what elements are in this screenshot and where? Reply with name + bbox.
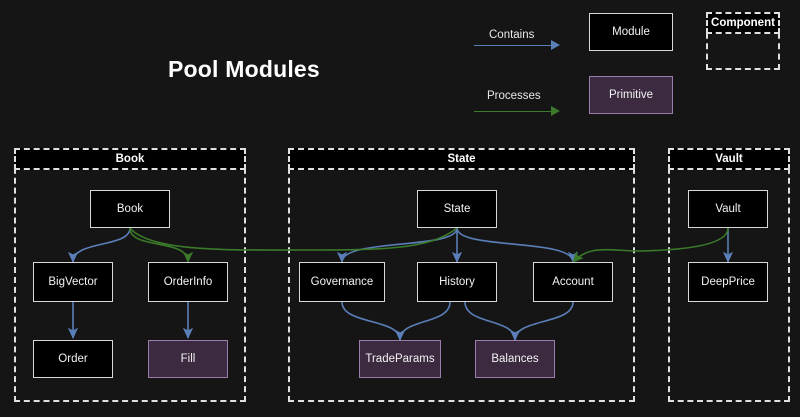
legend-module-label: Module bbox=[612, 25, 650, 38]
node-tradeparams[interactable]: TradeParams bbox=[359, 340, 441, 378]
legend-component-label: Component bbox=[711, 17, 775, 29]
node-fill-label: Fill bbox=[180, 352, 196, 365]
group-state-header: State bbox=[288, 148, 635, 170]
legend-processes-arrowhead-icon bbox=[551, 106, 560, 116]
node-account-label: Account bbox=[552, 275, 594, 288]
legend-module-sample: Module bbox=[589, 13, 673, 51]
node-balances-label: Balances bbox=[491, 352, 539, 365]
legend-contains-line bbox=[474, 45, 552, 46]
node-account[interactable]: Account bbox=[533, 262, 613, 302]
node-book-label: Book bbox=[116, 202, 144, 215]
legend-primitive-label: Primitive bbox=[608, 88, 654, 101]
node-balances[interactable]: Balances bbox=[475, 340, 555, 378]
node-vault[interactable]: Vault bbox=[688, 190, 768, 228]
legend-contains-label: Contains bbox=[489, 29, 535, 41]
node-deepprice-label: DeepPrice bbox=[701, 275, 755, 288]
page-title: Pool Modules bbox=[168, 56, 320, 82]
legend-processes-label: Processes bbox=[487, 90, 541, 102]
node-bigvector[interactable]: BigVector bbox=[33, 262, 113, 302]
node-orderinfo-label: OrderInfo bbox=[163, 275, 213, 288]
node-tradeparams-label: TradeParams bbox=[365, 352, 435, 365]
node-state[interactable]: State bbox=[417, 190, 497, 228]
legend-component-header: Component bbox=[706, 12, 780, 34]
node-order[interactable]: Order bbox=[33, 340, 113, 378]
legend-primitive-sample: Primitive bbox=[589, 76, 673, 114]
node-state-label: State bbox=[443, 202, 471, 215]
group-book-header: Book bbox=[14, 148, 246, 170]
group-state-label: State bbox=[447, 153, 476, 165]
node-orderinfo[interactable]: OrderInfo bbox=[148, 262, 228, 302]
legend-contains-arrowhead-icon bbox=[551, 40, 560, 50]
node-vault-label: Vault bbox=[715, 202, 741, 215]
group-book-label: Book bbox=[115, 153, 145, 165]
node-governance-label: Governance bbox=[310, 275, 374, 288]
node-history[interactable]: History bbox=[417, 262, 497, 302]
node-order-label: Order bbox=[58, 352, 88, 365]
node-fill[interactable]: Fill bbox=[148, 340, 228, 378]
group-vault-header: Vault bbox=[668, 148, 790, 170]
node-history-label: History bbox=[439, 275, 475, 288]
node-governance[interactable]: Governance bbox=[299, 262, 385, 302]
node-bigvector-label: BigVector bbox=[48, 275, 98, 288]
node-deepprice[interactable]: DeepPrice bbox=[688, 262, 768, 302]
legend-processes-line bbox=[474, 111, 552, 112]
node-book[interactable]: Book bbox=[90, 190, 170, 228]
group-vault-label: Vault bbox=[715, 153, 743, 165]
